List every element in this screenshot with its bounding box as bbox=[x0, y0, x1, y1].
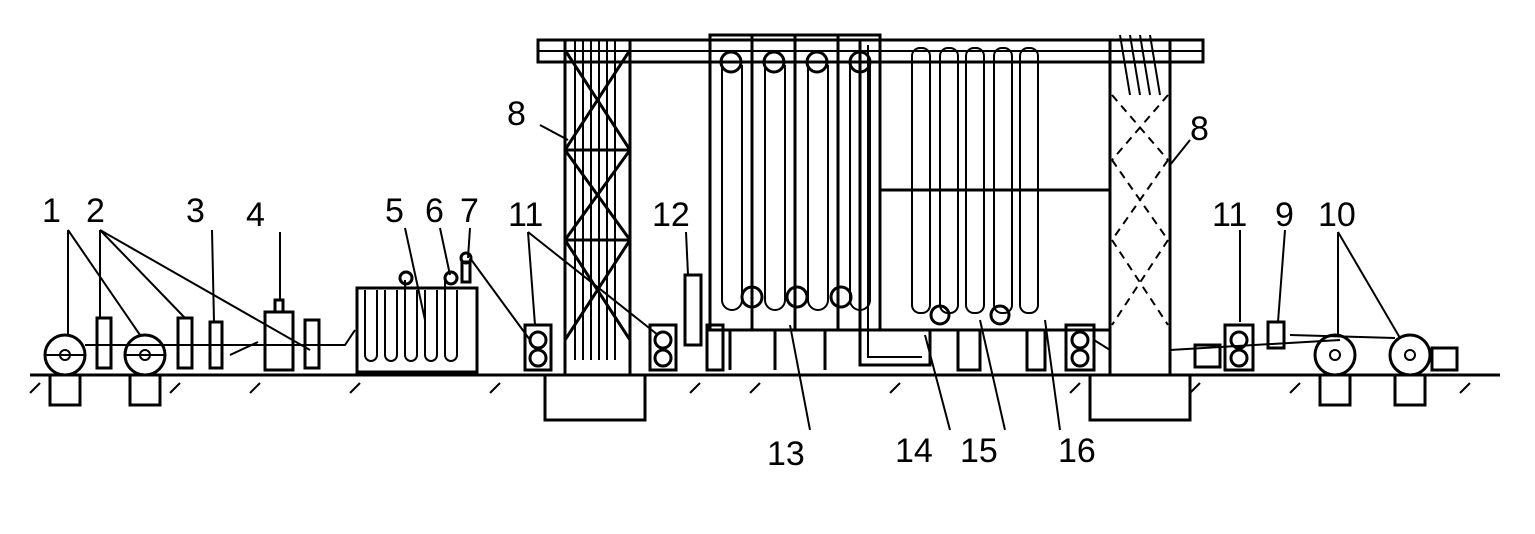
label-15: 15 bbox=[960, 432, 998, 470]
label-12: 12 bbox=[652, 196, 690, 234]
label-14: 14 bbox=[895, 432, 933, 470]
cleaning-section bbox=[355, 251, 531, 374]
exit-equipment bbox=[1169, 320, 1341, 372]
furnace-13 bbox=[708, 33, 882, 370]
recoiler-right bbox=[1289, 333, 1459, 377]
furnace-14-16 bbox=[858, 38, 1112, 372]
device-12 bbox=[683, 273, 725, 372]
foundations bbox=[48, 375, 1427, 422]
label-2: 2 bbox=[86, 192, 105, 230]
label-6: 6 bbox=[425, 192, 444, 230]
label-9: 9 bbox=[1275, 196, 1294, 234]
label-13: 13 bbox=[767, 435, 805, 473]
label-5: 5 bbox=[385, 192, 404, 230]
leader-lines bbox=[67, 124, 1401, 431]
label-1: 1 bbox=[42, 192, 61, 230]
labels: 1 2 3 4 5 6 7 8 8 9 10 11 11 12 13 14 15… bbox=[42, 95, 1356, 473]
looper-tower-right bbox=[1108, 34, 1172, 377]
label-16: 16 bbox=[1058, 432, 1096, 470]
label-7: 7 bbox=[460, 192, 479, 230]
looper-tower-left bbox=[563, 38, 632, 377]
bridle-left bbox=[523, 323, 678, 372]
label-4: 4 bbox=[246, 196, 265, 234]
label-3: 3 bbox=[186, 192, 205, 230]
label-8-right: 8 bbox=[1190, 110, 1209, 148]
uncoiler-left bbox=[43, 333, 167, 377]
ground bbox=[29, 373, 1500, 394]
label-8-left: 8 bbox=[507, 95, 526, 133]
label-11-right: 11 bbox=[1212, 196, 1247, 234]
label-10: 10 bbox=[1318, 196, 1356, 234]
bridle-mid bbox=[1064, 323, 1111, 372]
label-11-left: 11 bbox=[508, 196, 543, 234]
